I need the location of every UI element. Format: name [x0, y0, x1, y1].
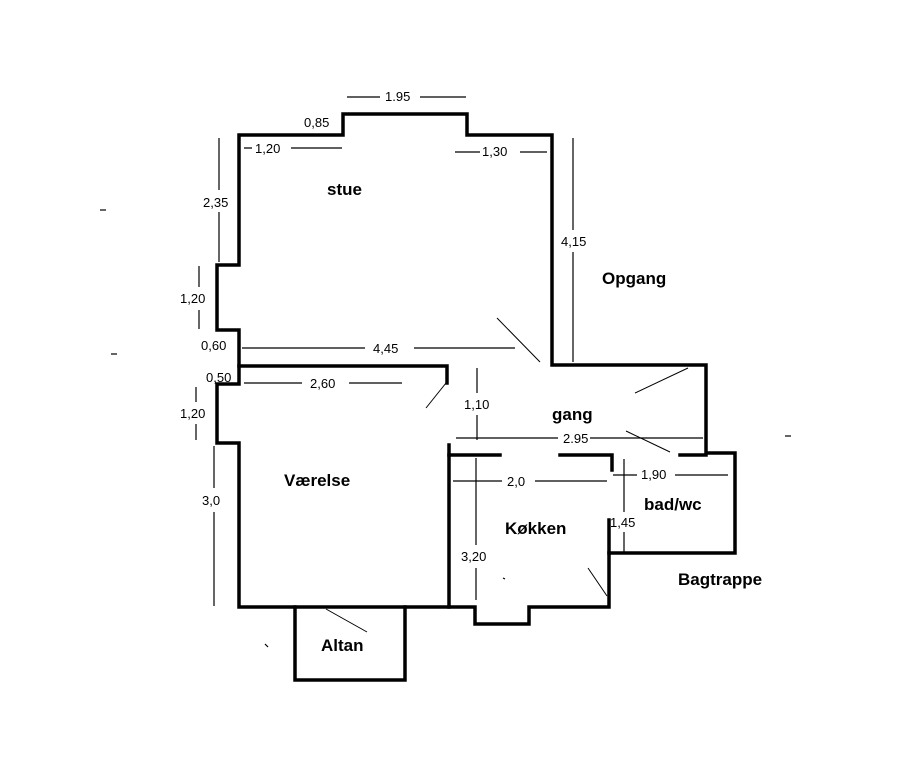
mark	[264, 643, 269, 648]
dim-label-recess: 1,20	[180, 291, 205, 306]
room-label-stue: stue	[327, 180, 362, 199]
room-label-gang: gang	[552, 405, 593, 424]
wall-gang-koekken-right	[558, 453, 614, 472]
room-label-badwc: bad/wc	[644, 495, 702, 514]
door-altan	[325, 608, 368, 633]
room-label-bagtrappe: Bagtrappe	[678, 570, 762, 589]
dim-label-bad-width: 1,90	[641, 467, 666, 482]
mark	[502, 577, 506, 580]
room-label-koekken: Køkken	[505, 519, 566, 538]
dim-label-vaerelse-width: 2,60	[310, 376, 335, 391]
dim-label-koekken-height: 3,20	[461, 549, 486, 564]
dim-label-top-width: 1.95	[385, 89, 410, 104]
dim-label-stue-right-height: 4,15	[561, 234, 586, 249]
door-vaerelse	[425, 382, 447, 409]
dim-label-gang-width: 2.95	[563, 431, 588, 446]
dim-label-vaerelse-left-upper: 1,20	[180, 406, 205, 421]
dim-label-gang-depth: 1,10	[464, 397, 489, 412]
dim-label-wall-step: 0,60	[201, 338, 226, 353]
apartment-outline	[215, 112, 737, 626]
door-stue	[496, 317, 541, 363]
dim-label-wall-step-lower: 0,50	[206, 370, 231, 385]
door-koekken	[587, 567, 608, 597]
dim-label-stue-left-top: 1,20	[255, 141, 280, 156]
dim-label-top-step: 0,85	[304, 115, 329, 130]
wall-stue-vaerelse	[237, 364, 449, 385]
dim-label-stue-left-height: 2,35	[203, 195, 228, 210]
door-gang-bad	[625, 430, 671, 453]
altan-outline	[293, 605, 407, 682]
door-gang-entry	[634, 367, 689, 394]
dim-label-stue-width: 4,45	[373, 341, 398, 356]
room-label-altan: Altan	[321, 636, 364, 655]
dim-label-bad-height: 1,45	[610, 515, 635, 530]
dim-label-koekken-width: 2,0	[507, 474, 525, 489]
room-label-opgang: Opgang	[602, 269, 666, 288]
room-label-vaerelse: Værelse	[284, 471, 350, 490]
dim-label-vaerelse-height: 3,0	[202, 493, 220, 508]
dim-label-stue-right-top: 1,30	[482, 144, 507, 159]
